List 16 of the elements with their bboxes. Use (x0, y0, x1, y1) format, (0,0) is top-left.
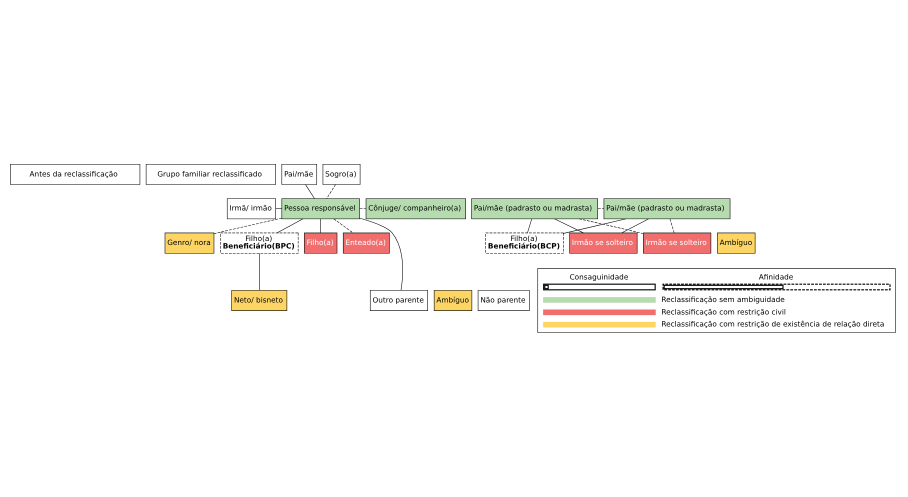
connector (598, 208, 604, 209)
connector (259, 252, 260, 290)
connector (621, 218, 649, 233)
connector (579, 218, 644, 234)
connector (359, 217, 403, 290)
connector (563, 218, 626, 234)
connector (305, 184, 315, 198)
connector (276, 218, 304, 233)
connector (326, 184, 336, 198)
connector (670, 218, 674, 233)
connector (214, 217, 282, 234)
connector (527, 218, 532, 233)
connector (334, 218, 354, 233)
connector (359, 208, 366, 209)
connector (554, 218, 584, 233)
connector (320, 218, 321, 233)
